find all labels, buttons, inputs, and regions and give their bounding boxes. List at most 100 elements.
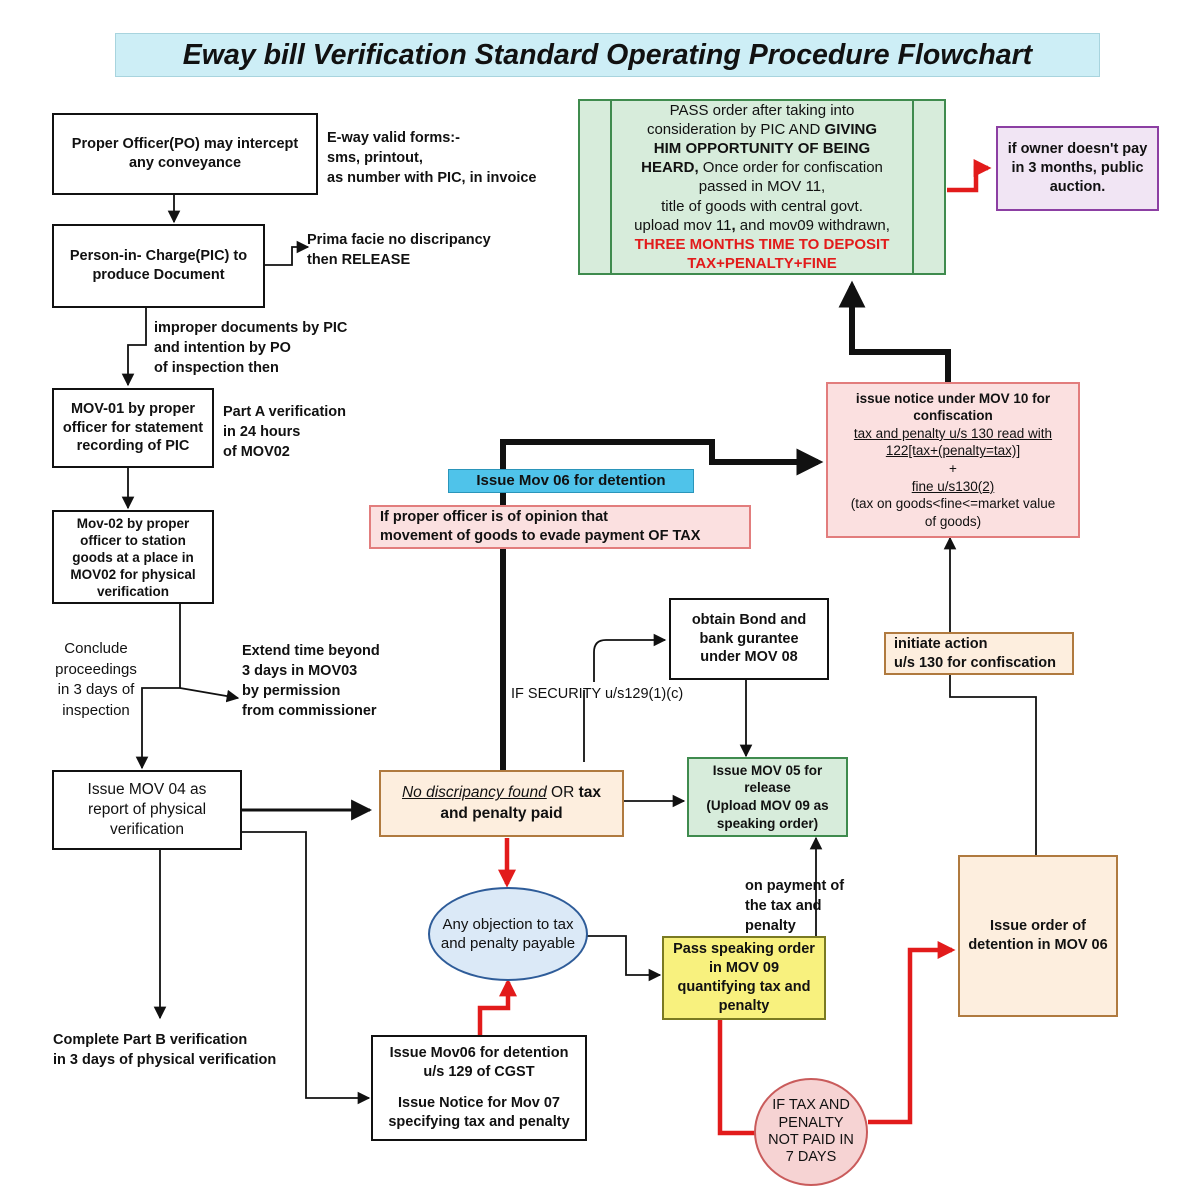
notice-mov10-underlined-1: tax and penalty u/s 130 read with xyxy=(853,425,1053,441)
mov01-line-1: MOV-01 by proper xyxy=(70,400,196,417)
mov06-detention-box: Issue Mov06 for detention u/s 129 of CGS… xyxy=(371,1035,587,1141)
opinion-box: If proper officer is of opinion that mov… xyxy=(369,505,751,549)
not-paid-line-4: 7 DAYS xyxy=(785,1149,837,1166)
line-speaking-to-notpaid xyxy=(717,1020,756,1136)
extend-time-line-1: Extend time beyond xyxy=(242,643,380,659)
notice-mov10-bold-2: confiscation xyxy=(913,408,993,424)
objection-oval: Any objection to tax and penalty payable xyxy=(428,887,588,981)
arrow-mov06-to-objection xyxy=(477,978,517,1035)
no-discrepancy-line-2: and penalty paid xyxy=(440,804,563,822)
pass-order-line-4a: HEARD, xyxy=(641,159,699,177)
initiate-action-box: initiate action u/s 130 for confiscation xyxy=(884,632,1074,675)
pass-order-box: PASS order after taking into considerati… xyxy=(578,99,946,275)
extend-time-line-2: 3 days in MOV03 xyxy=(242,663,358,679)
speaking-order-line-4: penalty xyxy=(718,997,770,1014)
pass-order-red-2: TAX+PENALTY+FINE xyxy=(687,254,837,272)
mov06-detention-line-2: u/s 129 of CGST xyxy=(423,1064,535,1081)
speaking-order-box: Pass speaking order in MOV 09 quantifyin… xyxy=(662,936,826,1020)
arrow-pic-to-mov01 xyxy=(121,308,147,387)
mov04-line-1: Issue MOV 04 as xyxy=(87,780,207,798)
mov04-box: Issue MOV 04 as report of physical verif… xyxy=(52,770,242,850)
order-detention-line-2: detention in MOV 06 xyxy=(968,937,1108,953)
mov05-line-2: release xyxy=(744,780,791,796)
speaking-order-line-3: quantifying tax and xyxy=(677,979,811,995)
arrow-nodisc-to-mov10 xyxy=(500,439,824,770)
mov04-line-3: verification xyxy=(109,821,185,839)
initiate-action-line-1: initiate action xyxy=(894,635,988,652)
part-a-label: Part A verification in 24 hours of MOV02 xyxy=(223,402,346,462)
mov06-detention-line-5: specifying tax and penalty xyxy=(388,1113,570,1130)
bond-line-3: under MOV 08 xyxy=(700,649,798,666)
conclude-label: Conclude proceedings in 3 days of inspec… xyxy=(48,639,144,722)
pass-order-line-5: passed in MOV 11, xyxy=(698,178,826,196)
eway-forms-line-1: E-way valid forms:- xyxy=(327,130,460,146)
no-discrepancy-italic: No discripancy found xyxy=(401,784,547,802)
auction-line-3: auction. xyxy=(1049,178,1106,195)
not-paid-circle: IF TAX AND PENALTY NOT PAID IN 7 DAYS xyxy=(754,1078,868,1186)
mov05-line-1: Issue MOV 05 for xyxy=(712,762,823,778)
page-title: Eway bill Verification Standard Operatin… xyxy=(115,33,1100,77)
notice-mov10-underlined-2: 122[tax+(penalty=tax)] xyxy=(885,443,1021,459)
part-b-line-2: in 3 days of physical verification xyxy=(53,1052,277,1068)
pass-order-left-band xyxy=(578,101,612,273)
pass-order-line-4: HEARD, Once order for confiscation xyxy=(641,158,883,177)
line-detention-to-initiate xyxy=(949,675,1037,855)
part-a-line-3: of MOV02 xyxy=(223,444,290,460)
no-discrepancy-tax: tax xyxy=(578,784,602,802)
speaking-order-line-2: in MOV 09 xyxy=(708,960,780,977)
no-discrepancy-line-1: No discripancy found OR tax xyxy=(402,783,601,803)
objection-line-2: and penalty payable xyxy=(440,935,576,952)
mov01-line-2: officer for statement xyxy=(62,419,204,436)
on-payment-label: on payment of the tax and penalty xyxy=(745,876,844,936)
on-payment-line-2: the tax and xyxy=(745,898,822,914)
notice-mov10-plus: + xyxy=(949,461,957,476)
mov06-detention-line-1: Issue Mov06 for detention xyxy=(389,1045,569,1062)
improper-docs-label: improper documents by PIC and intention … xyxy=(154,318,347,378)
arrow-objection-to-speaking xyxy=(586,935,662,982)
part-b-label: Complete Part B verification in 3 days o… xyxy=(53,1030,276,1070)
pass-order-line-3: HIM OPPORTUNITY OF BEING xyxy=(653,140,871,158)
prima-facie-label: Prima facie no discripancy then RELEASE xyxy=(307,230,491,270)
pic-document-line-2: produce Document xyxy=(92,267,225,283)
mov05-line-3: (Upload MOV 09 as xyxy=(706,798,829,813)
conclude-line-4: inspection xyxy=(62,702,130,720)
line-mov02-down xyxy=(135,604,181,770)
pass-order-line-6: title of goods with central govt. xyxy=(661,197,863,215)
opinion-line-2: movement of goods to evade payment OF TA… xyxy=(380,528,701,544)
notice-mov10-rest-2: of goods) xyxy=(924,513,982,529)
no-discrepancy-or: OR xyxy=(546,784,579,802)
arrow-to-extend xyxy=(179,687,240,703)
arrow-notpaid-to-detention xyxy=(868,941,956,1125)
mov01-box: MOV-01 by proper officer for statement r… xyxy=(52,388,214,468)
notice-mov10-box: issue notice under MOV 10 for confiscati… xyxy=(826,382,1080,538)
mov02-line-3: goods at a place in xyxy=(72,549,194,565)
extend-time-label: Extend time beyond 3 days in MOV03 by pe… xyxy=(242,641,380,721)
mov05-box: Issue MOV 05 for release (Upload MOV 09 … xyxy=(687,757,848,837)
mov02-line-2: officer to station xyxy=(80,532,186,548)
initiate-action-line-2: u/s 130 for confiscation xyxy=(894,654,1056,671)
pass-order-line-7a: upload mov 11 xyxy=(634,216,732,234)
mov02-line-5: verification xyxy=(96,583,170,599)
proper-officer-line-2: any conveyance xyxy=(128,155,242,171)
order-detention-line-1: Issue order of xyxy=(990,918,1086,935)
proper-officer-line-1: Proper Officer(PO) may intercept xyxy=(71,136,299,153)
mov01-line-3: recording of PIC xyxy=(76,438,190,455)
mov05-line-4: speaking order) xyxy=(716,815,819,831)
on-payment-line-3: penalty xyxy=(745,918,796,934)
conclude-line-3: in 3 days of xyxy=(57,681,135,699)
notice-mov10-bold-1: issue notice under MOV 10 for xyxy=(855,390,1051,406)
auction-line-1: if owner doesn't pay xyxy=(1007,141,1148,158)
opinion-line-1: If proper officer is of opinion that xyxy=(380,509,608,526)
speaking-order-line-1: Pass speaking order xyxy=(673,941,815,958)
bond-line-1: obtain Bond and xyxy=(691,611,807,628)
mov06-detention-line-4: Issue Notice for Mov 07 xyxy=(398,1095,560,1111)
mov02-line-1: Mov-02 by proper xyxy=(76,515,190,531)
pass-order-right-band xyxy=(912,101,946,273)
not-paid-line-3: NOT PAID IN xyxy=(768,1132,854,1148)
mov04-line-2: report of physical xyxy=(87,800,207,818)
pic-document-box: Person-in- Charge(PIC) to produce Docume… xyxy=(52,224,265,308)
issue-mov06-tag: Issue Mov 06 for detention xyxy=(448,469,694,493)
part-b-line-1: Complete Part B verification xyxy=(53,1032,248,1048)
order-detention-box: Issue order of detention in MOV 06 xyxy=(958,855,1118,1017)
